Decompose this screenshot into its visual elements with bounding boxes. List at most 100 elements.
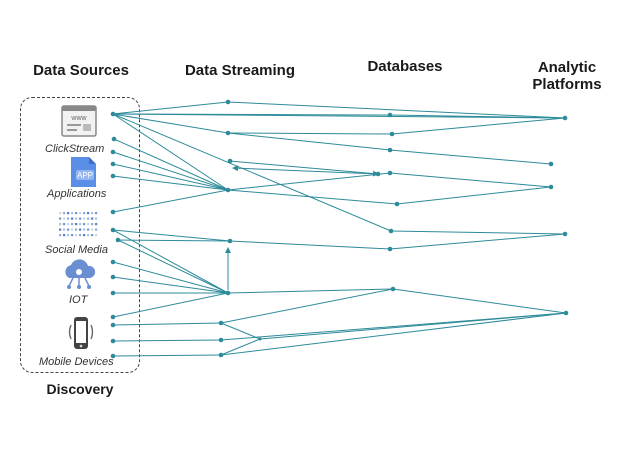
connector-line (220, 288, 394, 324)
social-dot (79, 228, 82, 231)
node-dot (562, 115, 568, 121)
node-dot (218, 337, 224, 343)
connector-line (259, 312, 567, 340)
social-dot (83, 217, 86, 220)
node-dot (110, 259, 116, 265)
node-dot (225, 187, 231, 193)
iot-label: IOT (69, 294, 88, 306)
node-dot (110, 314, 116, 320)
social-dot (67, 212, 70, 215)
applications-label: Applications (47, 188, 107, 200)
node-dot (258, 337, 262, 341)
connector-line (220, 322, 261, 340)
node-dot (110, 274, 116, 280)
social-dot (79, 217, 82, 220)
node-dot (110, 173, 116, 179)
social-dot (95, 228, 98, 231)
social-dot (87, 212, 90, 215)
mobile-devices-label: Mobile Devices (39, 356, 114, 368)
connector-line (112, 229, 229, 294)
social-dot (63, 217, 66, 220)
social-dot (95, 223, 98, 226)
node-dot (225, 290, 231, 296)
connector-line (227, 288, 394, 294)
social-dot (63, 223, 66, 226)
social-dot (75, 234, 78, 237)
social-dot (71, 223, 74, 226)
footer-discovery: Discovery (46, 381, 114, 397)
node-dot (388, 228, 394, 234)
social-dot (75, 212, 78, 215)
connector-line (112, 113, 392, 232)
node-dot (110, 209, 116, 215)
node-dot (563, 310, 569, 316)
clickstream-label: ClickStream (45, 143, 105, 155)
connector-line (112, 113, 566, 119)
social-dot (59, 217, 62, 220)
social-dot (91, 212, 94, 215)
connector-line (112, 101, 229, 115)
social-dot (71, 228, 74, 231)
social-dot (87, 234, 90, 237)
node-dot (548, 184, 554, 190)
connector-line (112, 175, 229, 191)
social-dot (59, 228, 62, 231)
social-media-label: Social Media (45, 244, 108, 256)
connector-line (112, 261, 229, 294)
connector-line (112, 292, 229, 318)
social-dot (87, 228, 90, 231)
connector-line (112, 354, 222, 357)
connector-line (112, 113, 229, 191)
header-data-streaming: Data Streaming (184, 62, 296, 79)
social-grid-icon (59, 212, 98, 237)
connector-line (392, 288, 567, 314)
connector-line (227, 189, 398, 205)
connector-line (112, 322, 222, 326)
node-dot (110, 149, 116, 155)
social-dot (91, 228, 94, 231)
social-dot (71, 212, 74, 215)
node-dot (115, 237, 121, 243)
social-dot (75, 228, 78, 231)
node-dot (225, 99, 231, 105)
cloud-network-icon (65, 259, 96, 289)
connector-line (112, 163, 229, 191)
browser-window-icon: www (61, 105, 97, 137)
social-dot (67, 223, 70, 226)
node-dot (227, 238, 233, 244)
node-dot (390, 286, 396, 292)
social-dot (67, 234, 70, 237)
social-dot (79, 212, 82, 215)
social-dot (87, 223, 90, 226)
social-dot (67, 217, 70, 220)
social-dot (79, 234, 82, 237)
node-dot (387, 147, 393, 153)
social-dot (67, 228, 70, 231)
social-dot (59, 212, 62, 215)
connector-line (391, 117, 566, 135)
node-dot (548, 161, 554, 167)
connector-line (390, 230, 566, 235)
node-dot (227, 158, 233, 164)
connector-line (227, 172, 391, 191)
header-analytic-platforms: Analytic Platforms (532, 59, 602, 93)
social-dot (71, 234, 74, 237)
connector-line (227, 101, 566, 119)
node-dot (110, 111, 116, 117)
node-dot (387, 112, 393, 118)
node-dot (387, 246, 393, 252)
social-dot (75, 223, 78, 226)
social-dot (91, 234, 94, 237)
connector-line (220, 312, 567, 356)
social-dot (63, 228, 66, 231)
data-sources-box (20, 97, 140, 373)
node-dot (110, 338, 116, 344)
connector-line (227, 132, 393, 135)
node-dot (110, 290, 116, 296)
social-dot (79, 223, 82, 226)
node-dot (387, 170, 393, 176)
social-dot (63, 234, 66, 237)
social-dot (63, 212, 66, 215)
connector-line (113, 138, 229, 191)
arrow-line (232, 165, 379, 175)
